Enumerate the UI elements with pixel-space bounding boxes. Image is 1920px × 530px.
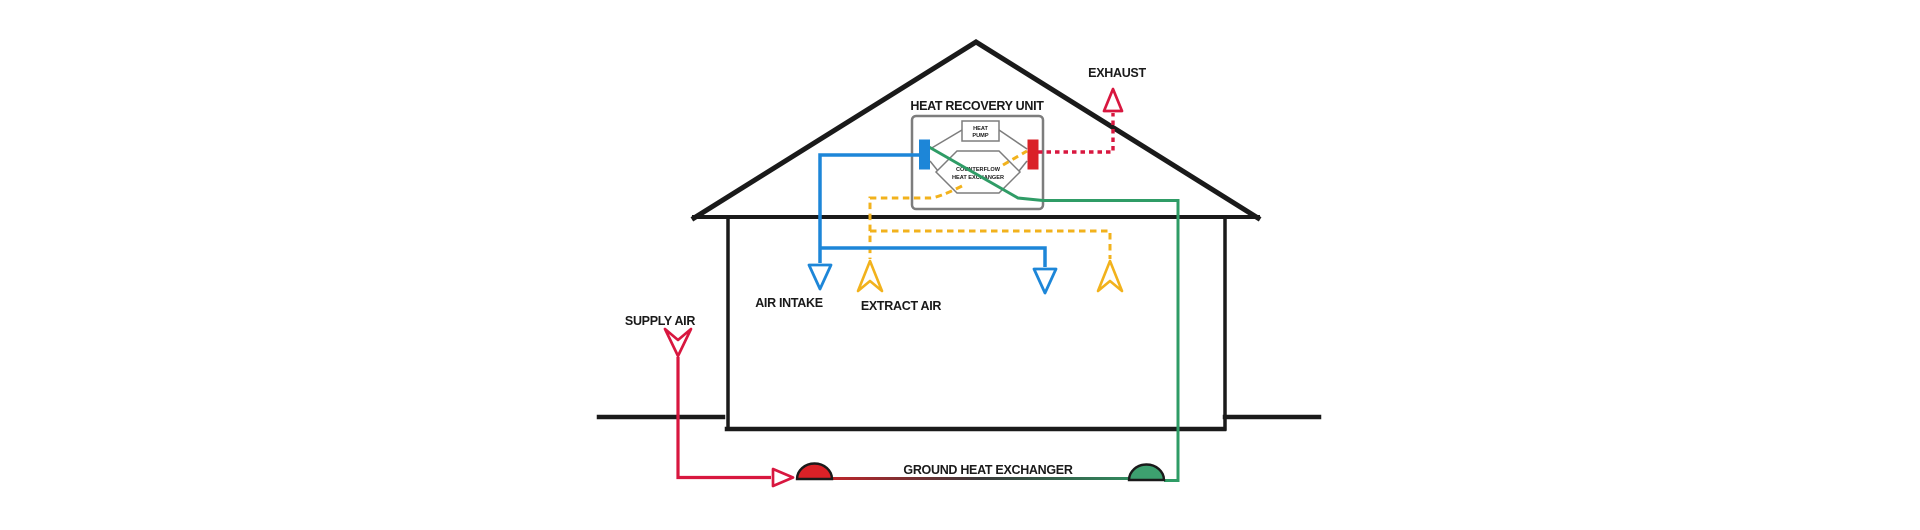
unit-cold-port — [919, 139, 930, 170]
extract-air-arrow-up-icon — [1096, 259, 1124, 293]
counterflow-label-line2: HEAT EXCHANGER — [952, 175, 1004, 181]
connector-line — [1018, 160, 1028, 172]
connector-line — [929, 160, 939, 172]
connector-line — [929, 129, 963, 150]
supply-air-duct: SUPPLY AIR — [625, 314, 795, 488]
air-intake-arrow-down-icon — [807, 263, 833, 291]
extract-pipe-branch — [870, 229, 1112, 259]
intake-pipe-main — [818, 153, 919, 263]
heat-recovery-unit-label: HEAT RECOVERY UNIT — [910, 99, 1044, 113]
exhaust-duct: EXHAUST — [1038, 66, 1147, 154]
heat-pump-box — [961, 120, 1000, 142]
unit-hot-port — [1027, 139, 1039, 170]
ground-exchanger-inlet-dome — [795, 462, 834, 481]
exhaust-arrow-up-icon — [1102, 87, 1124, 113]
house-outline — [596, 39, 1322, 432]
supply-air-arrow-down-icon — [663, 327, 693, 358]
air-intake-arrow-down-icon — [1032, 267, 1058, 295]
intake-pipe-branch — [820, 246, 1047, 267]
supply-pipe — [676, 357, 771, 480]
roof-lines — [690, 39, 1262, 222]
green-pipe — [928, 145, 1180, 482]
extract-air-arrow-up-icon — [856, 259, 884, 293]
extract-air-duct: EXTRACT AIR — [856, 149, 1124, 313]
extract-pipe-to-red-port — [1002, 149, 1028, 167]
supply-air-label: SUPPLY AIR — [625, 314, 695, 328]
ground-loop-supply-pipe — [928, 145, 1180, 482]
air-intake-label: AIR INTAKE — [755, 296, 823, 310]
ground-heat-exchanger-label: GROUND HEAT EXCHANGER — [903, 463, 1072, 477]
connector-line — [998, 129, 1028, 150]
unit-internal-connectors — [929, 129, 1028, 172]
air-intake-duct: AIR INTAKE — [755, 153, 1058, 310]
ground-flow-arrow-right-icon — [771, 467, 795, 488]
heat-pump-label-line1: HEAT — [973, 126, 988, 132]
heat-pump-label-line2: PUMP — [972, 133, 988, 139]
extract-air-label: EXTRACT AIR — [861, 299, 942, 313]
ground-heat-exchanger: GROUND HEAT EXCHANGER — [795, 462, 1166, 482]
ground-exchanger-outlet-dome — [1127, 463, 1166, 482]
heat-recovery-unit: HEAT RECOVERY UNIT HEAT PUMP COUNTERFLOW… — [910, 99, 1045, 211]
counterflow-label-line1: COUNTERFLOW — [956, 167, 1001, 173]
exhaust-label: EXHAUST — [1088, 66, 1146, 80]
extract-pipe-main — [868, 184, 963, 259]
